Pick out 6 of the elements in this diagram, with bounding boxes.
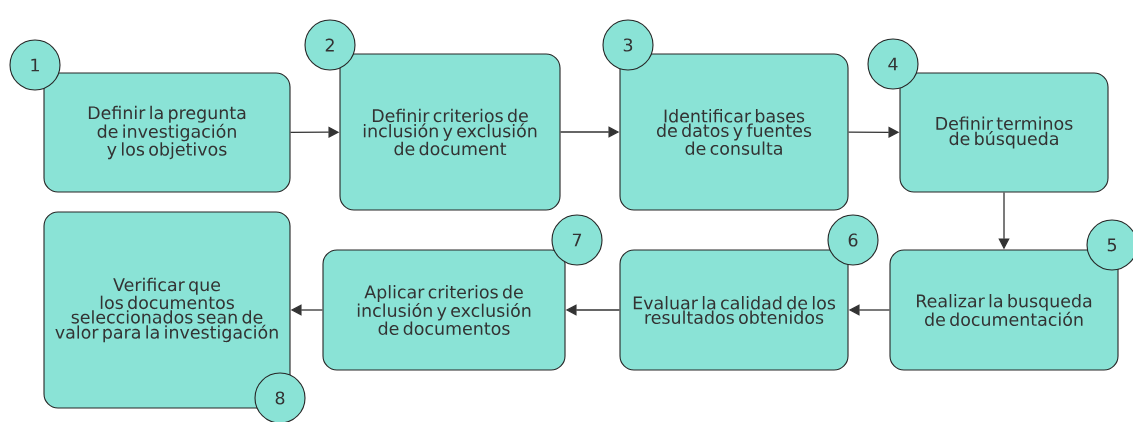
process-box: Evaluar la calidad de los resultados obtenidos: [619, 249, 849, 371]
process-box: Definir criterios de inclusión y exclusión de document: [339, 53, 561, 211]
process-box: Definir terminos de búsqueda: [899, 72, 1109, 193]
process-box: Aplicar criterios de inclusión y exclusión de documentos: [322, 249, 566, 371]
process-box: Definir la pregunta de investigación y los objetivos: [43, 72, 291, 193]
process-box: Identificar bases de datos y fuentes de consulta: [619, 53, 849, 211]
